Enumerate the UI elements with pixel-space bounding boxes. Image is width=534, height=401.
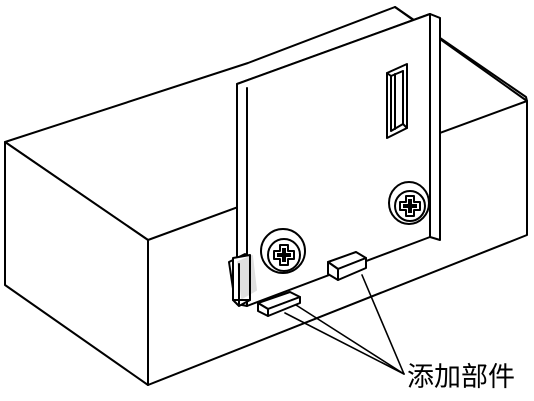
added-part bbox=[327, 251, 367, 281]
leader-lines bbox=[284, 274, 405, 375]
added-part bbox=[228, 253, 257, 307]
added-part bbox=[257, 291, 301, 317]
vertical-slot bbox=[386, 63, 408, 139]
screw bbox=[260, 228, 306, 274]
screw bbox=[388, 181, 430, 225]
callout-label: 添加部件 bbox=[407, 362, 515, 393]
plate-side-edge-face bbox=[429, 13, 441, 241]
